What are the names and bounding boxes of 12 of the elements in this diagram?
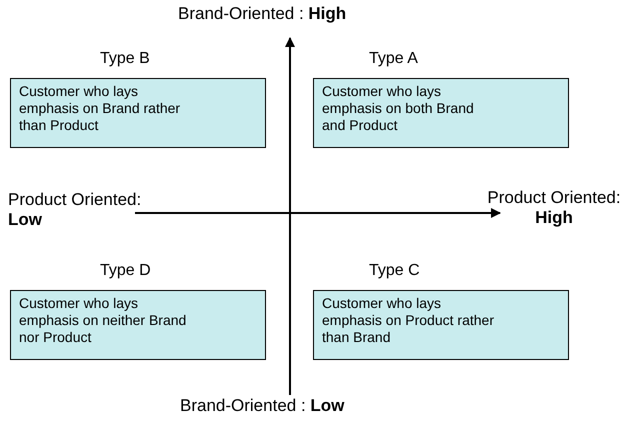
quadrant-heading: Type A bbox=[369, 50, 418, 68]
axis-label: Product Oriented: High bbox=[486, 188, 622, 228]
description-text: Customer who lays emphasis on Brand rather than Product bbox=[19, 83, 180, 133]
quadrant-heading: Type B bbox=[100, 50, 150, 68]
axis-label: Brand-Oriented : High bbox=[178, 4, 348, 24]
description-text: Customer who lays emphasis on Product rather than Brand bbox=[322, 295, 494, 345]
description-text: Customer who lays emphasis on neither Brand nor Product bbox=[19, 295, 186, 345]
axis-label: Product Oriented: Low bbox=[8, 190, 142, 230]
quadrant-heading: Type D bbox=[100, 262, 151, 280]
quadrant-heading: Type C bbox=[369, 262, 420, 280]
axis-label: Brand-Oriented : Low bbox=[180, 396, 346, 416]
description-text: Customer who lays emphasis on both Brand and Product bbox=[322, 83, 474, 133]
